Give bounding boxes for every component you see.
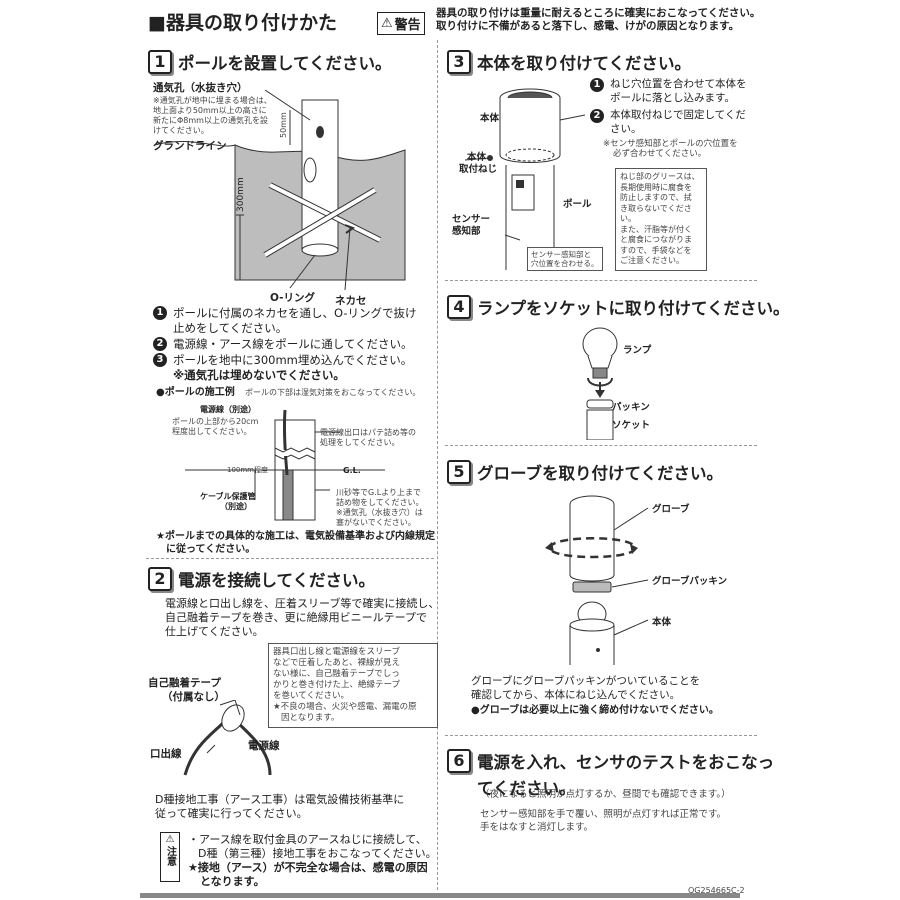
connection-callout: 器具口出し線と電源線をスリーブなどで圧着したあと、裸線が見えない様に、自己融着テ… bbox=[268, 643, 438, 728]
step1-number: 1 bbox=[148, 50, 172, 74]
gl-label: G.L. bbox=[343, 466, 361, 475]
warning-text-1: 器具の取り付けは重量に耐えるところに確実におこなってください。 bbox=[436, 7, 761, 19]
dim-300mm: 300mm bbox=[236, 177, 246, 212]
page-title: ■器具の取り付けかた bbox=[148, 12, 337, 34]
step6-number: 6 bbox=[447, 749, 471, 773]
step2-heading: 2 電源を接続してください。 bbox=[148, 567, 375, 591]
lead-wire-label: 口出線 bbox=[150, 748, 182, 760]
step1-title: ポールを設置してください。 bbox=[178, 54, 392, 73]
sand-note: 川砂等でG.Lより上まで詰め物をしてください。 ※通気孔（水抜き穴）は塞がないで… bbox=[336, 488, 424, 527]
divider-1-2 bbox=[146, 558, 434, 559]
divider-4-5 bbox=[445, 445, 757, 446]
vent-label: 通気孔（水抜き穴） bbox=[153, 82, 248, 94]
lamp-label: ランプ bbox=[623, 345, 652, 356]
bullet-3-icon: 3 bbox=[153, 353, 167, 367]
footer-code: OG254665C-2 bbox=[688, 886, 745, 895]
step6-heading: 6 電源を入れ、センサのテストをおこなっ てください。 bbox=[447, 749, 774, 799]
step6-text: センサー感知部を手で覆い、照明が点灯すれば正常です。手をはなすと消灯します。 bbox=[480, 809, 727, 833]
example-title: ●ポールの施工例 bbox=[156, 387, 235, 398]
putty-note: 電源線出口はパテ詰め等の処理をしてください。 bbox=[320, 428, 416, 447]
divider-5-6 bbox=[445, 735, 757, 736]
step4-number: 4 bbox=[447, 295, 471, 319]
warning-text-2: 取り付けに不備があると落下し、感電、けがの原因となります。 bbox=[436, 20, 740, 32]
step6-sub: （夜になると照明が点灯するか、昼間でも確認できます。） bbox=[480, 789, 731, 800]
step5-text: グローブにグローブパッキンがついていることを確認してから、本体にねじ込んでくださ… bbox=[471, 675, 701, 701]
caution-badge: ⚠ 注意 bbox=[160, 832, 180, 882]
nekase-label: ネカセ bbox=[335, 295, 367, 307]
cable-protection-label: ケーブル保護管（別途） bbox=[200, 492, 256, 511]
power-line-label: 電源線（別途） bbox=[200, 405, 256, 414]
warning-icon: ⚠ bbox=[381, 16, 393, 31]
step3-heading: 3 本体を取り付けてください。 bbox=[447, 50, 691, 74]
step1-heading: 1 ポールを設置してください。 bbox=[148, 50, 392, 74]
step1-footnote: ★ポールまでの具体的な施工は、電気設備基準および内線規定に従ってください。 bbox=[156, 531, 435, 555]
warning-badge: ⚠ 警告 bbox=[377, 12, 425, 35]
example-note: ポールの下部は湿気対策をおこなってください。 bbox=[245, 388, 421, 397]
step3-bullet-1-icon: 1 bbox=[590, 78, 604, 92]
power-wire-label: 電源線 bbox=[248, 740, 280, 752]
pole-label: ポール bbox=[563, 199, 592, 210]
earth-text: D種接地工事（アース工事）は電気設備技術基準に従って確実に行ってください。 bbox=[155, 793, 405, 820]
step4-title: ランプをソケットに取り付けてください。 bbox=[477, 299, 790, 318]
step2-title: 電源を接続してください。 bbox=[178, 571, 376, 590]
pole-construction-example bbox=[185, 409, 385, 521]
sensor-label: センサー感知部 bbox=[452, 214, 491, 237]
socket-label: ソケット bbox=[612, 420, 651, 431]
pole-installation-diagram bbox=[154, 90, 406, 291]
step5-title: グローブを取り付けてください。 bbox=[477, 464, 724, 483]
step5-number: 5 bbox=[447, 460, 471, 484]
grease-callout: ねじ部のグリースは、長期使用時に腐食を防止しますので、拭 き取らないでください。… bbox=[615, 168, 707, 271]
step6-title-line1: 電源を入れ、センサのテストをおこなっ bbox=[477, 753, 775, 772]
bullet-1-icon: 1 bbox=[153, 306, 167, 320]
footer-bar bbox=[140, 893, 740, 898]
step3-title: 本体を取り付けてください。 bbox=[477, 54, 692, 73]
vent-note: ※通気孔が地中に埋まる場合は、地上面より50mm以上の高さに 新たにΦ8mm以上… bbox=[153, 96, 272, 135]
bullet-2-icon: 2 bbox=[153, 337, 167, 351]
caution-icon: ⚠ bbox=[165, 834, 175, 845]
tape-label: 自己融着テープ（付属なし） bbox=[148, 677, 225, 703]
body-mount-diagram bbox=[464, 88, 586, 270]
divider-3-4 bbox=[445, 280, 757, 281]
dim-50mm: 50mm bbox=[279, 112, 288, 138]
step3-body-label: 本体 bbox=[480, 113, 500, 124]
packing-label: パッキン bbox=[612, 402, 650, 413]
lamp-socket-diagram bbox=[582, 327, 618, 440]
step2-text: 電源線と口出し線を、圧着スリーブ等で確実に接続し、自己融着テープを巻き、更に絶縁… bbox=[165, 597, 440, 638]
column-divider bbox=[437, 40, 438, 890]
step3-note: ※センサ感知部とポールの穴位置を必ず合わせてください。 bbox=[603, 139, 738, 159]
step3-bullet-2-icon: 2 bbox=[590, 109, 604, 123]
step5-warning: ●グローブは必要以上に強く締め付けないでください。 bbox=[471, 705, 719, 716]
globe-label: グローブ bbox=[652, 504, 690, 515]
step6-title-line2: てください。 bbox=[477, 779, 576, 798]
step3-number: 3 bbox=[447, 50, 471, 74]
globe-diagram bbox=[545, 495, 649, 665]
step5-body-label: 本体 bbox=[652, 617, 672, 628]
caution-text: ・アース線を取付金具のアースねじに接続して、 D種（第三種）接地工事をおこなって… bbox=[188, 833, 437, 888]
warning-label: 警告 bbox=[394, 18, 421, 33]
step4-heading: 4 ランプをソケットに取り付けてください。 bbox=[447, 295, 790, 319]
step2-number: 2 bbox=[148, 567, 172, 591]
depth-label: 100mm程度 bbox=[227, 466, 268, 474]
step5-heading: 5 グローブを取り付けてください。 bbox=[447, 460, 723, 484]
body-screw-label: 本体取付ねじ bbox=[459, 152, 498, 175]
sensor-hint-callout: センサー感知部と穴位置を合わせる。 bbox=[527, 247, 603, 271]
o-ring-label: O-リング bbox=[270, 292, 315, 304]
ground-line-label: グランドライン bbox=[153, 140, 227, 152]
globe-packing-label: グローブパッキン bbox=[652, 576, 728, 587]
wire-connection-diagram bbox=[183, 700, 272, 776]
